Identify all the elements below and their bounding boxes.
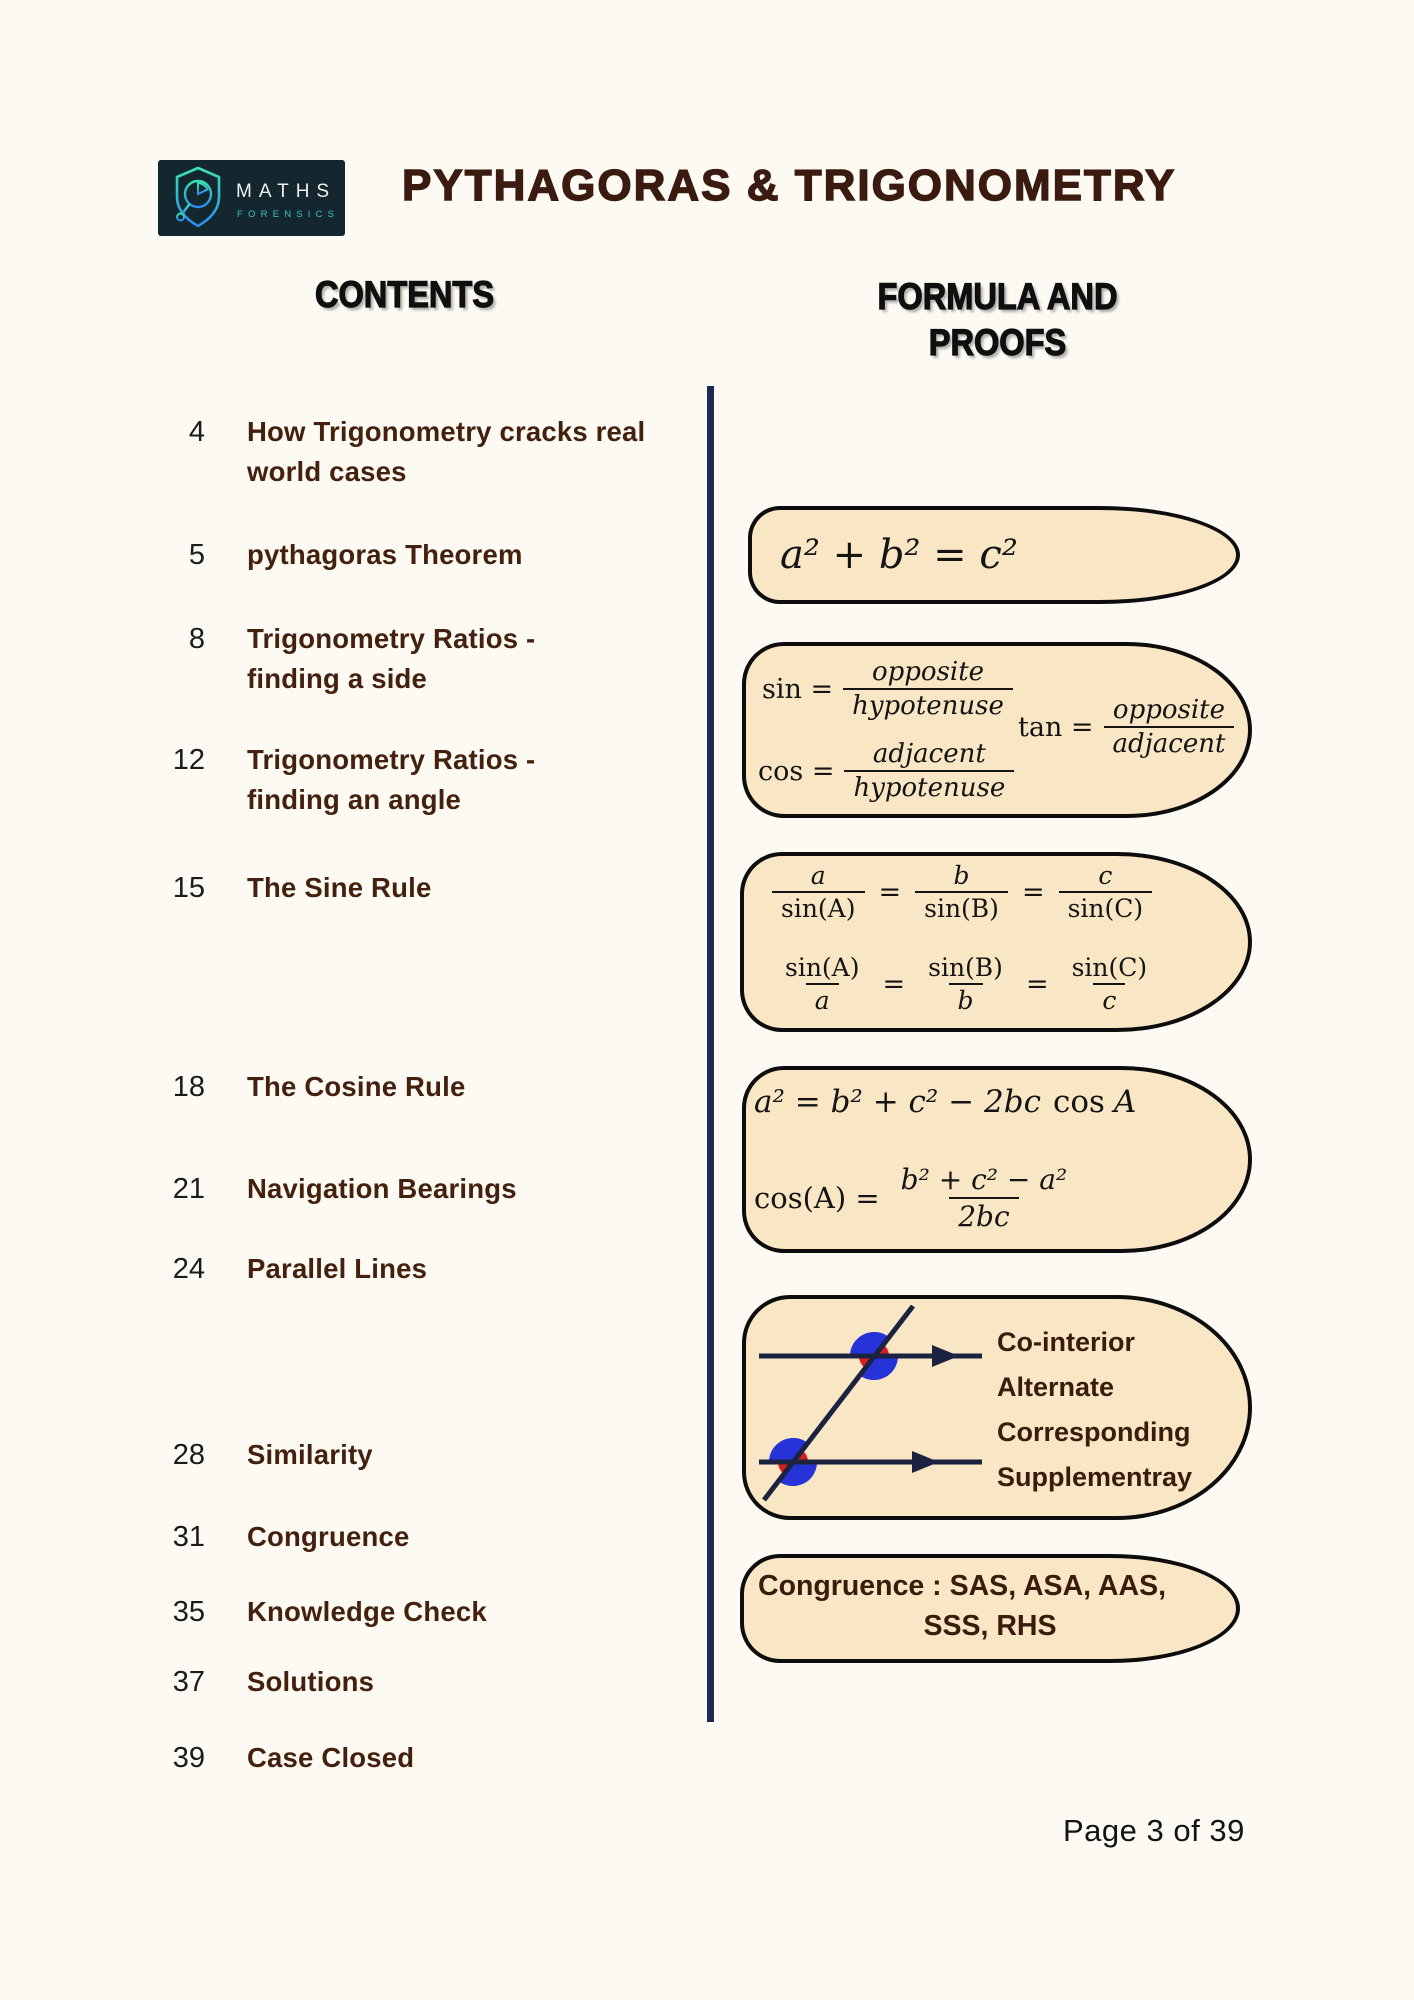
toc-item-title: pythagoras Theorem: [247, 539, 523, 570]
contents-heading: CONTENTS: [314, 273, 495, 315]
toc-item-title: Knowledge Check: [247, 1596, 487, 1627]
angle-marker: [778, 1462, 818, 1487]
toc-page-number: 24: [172, 1253, 205, 1285]
parallel-lines-diagram: [759, 1305, 982, 1502]
toc-item-title: Solutions: [247, 1666, 375, 1697]
toc-item: 15 The Sine Rule: [145, 868, 432, 908]
toc-page-number: 28: [172, 1439, 205, 1471]
toc-page-number: 35: [172, 1596, 205, 1628]
logo-shield-icon: [175, 166, 221, 228]
toc-page-number: 4: [188, 416, 205, 448]
toc-item-title: Navigation Bearings: [247, 1173, 517, 1204]
logo-subtitle: FORENSICS: [237, 209, 339, 220]
pythagoras-formula-box: a² + b² = c²: [748, 506, 1240, 604]
toc-item: 12 Trigonometry Ratios -finding an angle: [145, 740, 535, 820]
toc-item-title: Case Closed: [247, 1742, 415, 1773]
arrowhead-icon: [912, 1451, 939, 1473]
toc-item-title: The Cosine Rule: [247, 1071, 466, 1102]
logo-backplate: [158, 160, 345, 236]
toc-item-title: Trigonometry Ratios -finding an angle: [247, 744, 536, 815]
toc-item: 21 Navigation Bearings: [145, 1169, 517, 1209]
toc-page-number: 18: [172, 1071, 205, 1103]
toc-item-title: Congruence: [247, 1521, 410, 1552]
angle-marker: [859, 1356, 899, 1381]
toc-page-number: 12: [172, 744, 205, 776]
toc-item: 8 Trigonometry Ratios -finding a side: [145, 619, 535, 699]
page-number-footer: Page 3 of 39: [1063, 1813, 1245, 1848]
angle-label: Co-interior: [997, 1327, 1135, 1357]
toc-page-number: 15: [172, 872, 205, 904]
document-title: PYTHAGORAS & TRIGONOMETRY: [401, 160, 1177, 210]
toc-item: 18 The Cosine Rule: [145, 1067, 466, 1107]
logo-magnifier-icon: [183, 179, 213, 209]
toc-item: 24 Parallel Lines: [145, 1249, 427, 1289]
parallel-lines-box: Co-interior Alternate Corresponding Supp…: [742, 1295, 1252, 1520]
toc-page-number: 8: [188, 623, 205, 655]
toc-item: 28 Similarity: [145, 1435, 373, 1475]
toc-page-number: 39: [172, 1742, 205, 1774]
formulas-heading-line2: PROOFS: [928, 321, 1067, 363]
congruence-line1: Congruence : SAS, ASA, AAS,: [758, 1570, 1167, 1602]
sine-rule-row2: sin(A)a = sin(B)b = sin(C)c: [785, 953, 1148, 1015]
angle-label: Corresponding: [997, 1417, 1191, 1447]
toc-item: 31 Congruence: [145, 1517, 410, 1557]
toc-item-title: The Sine Rule: [247, 872, 432, 903]
angle-label: Supplementray: [997, 1462, 1193, 1492]
toc-item: 35 Knowledge Check: [145, 1592, 487, 1632]
toc-item: 39 Case Closed: [145, 1738, 414, 1778]
toc-item-title: Trigonometry Ratios -finding a side: [247, 623, 536, 694]
toc-item-title: Parallel Lines: [247, 1253, 428, 1284]
angle-type-labels: Co-interior Alternate Corresponding Supp…: [997, 1320, 1192, 1500]
toc-page-number: 31: [172, 1521, 205, 1553]
maths-forensics-logo: MATHS FORENSICS: [158, 160, 345, 236]
formulas-heading-line1: FORMULA AND: [877, 275, 1118, 317]
toc-page-number: 37: [172, 1666, 205, 1698]
logo-title: MATHS: [236, 181, 336, 202]
congruence-box: Congruence : SAS, ASA, AAS, SSS, RHS: [740, 1554, 1240, 1663]
toc-item: 37 Solutions: [145, 1662, 374, 1702]
toc-page-number: 5: [188, 539, 205, 571]
toc-item: 5 pythagoras Theorem: [145, 535, 523, 575]
pythagoras-formula: a² + b² = c²: [780, 532, 1018, 578]
formulas-heading: FORMULA AND PROOFS: [819, 274, 1175, 366]
angle-label: Alternate: [997, 1372, 1115, 1402]
angle-marker: [768, 1437, 808, 1462]
angle-marker: [849, 1331, 889, 1356]
congruence-line2: SSS, RHS: [923, 1610, 1057, 1642]
column-divider: [707, 386, 714, 1722]
toc-item-title: Similarity: [247, 1439, 373, 1470]
arrowhead-icon: [932, 1345, 959, 1367]
toc-page-number: 21: [172, 1173, 205, 1205]
